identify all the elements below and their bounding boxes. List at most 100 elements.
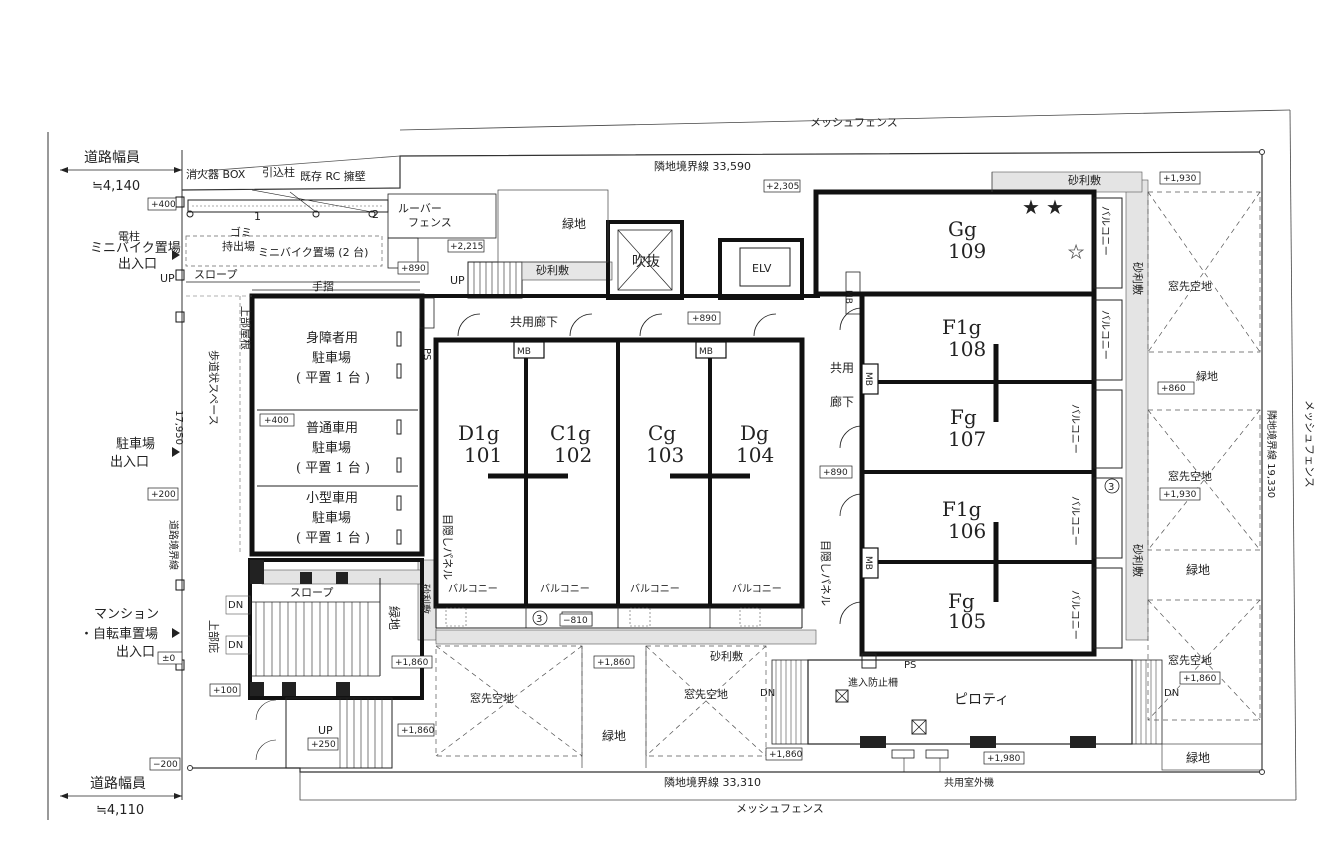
elev-200: +200	[151, 490, 176, 500]
elev-1860-b: +1,860	[597, 658, 631, 668]
road-width-bottom-label: 道路幅員	[90, 776, 146, 792]
mb-label-4: MB	[863, 372, 873, 386]
up-stair-label: UP	[450, 274, 465, 287]
corridor-side	[839, 271, 863, 625]
window-space-label-2: 窓先空地	[1168, 469, 1212, 483]
unit-109-type: Gg	[948, 217, 977, 241]
elevation-markers: +400 +400 +2,305 +2,215 +890 +890 +890 +…	[147, 171, 1221, 771]
mansion-entry-label-3: 出入口	[116, 645, 155, 660]
gravel-strips	[261, 171, 1149, 645]
bicycle-area	[225, 558, 424, 769]
elev-1860-e: +1,860	[769, 750, 803, 760]
dn-label-1: DN	[228, 600, 243, 611]
parking-entry-label-1: 駐車場	[116, 437, 155, 452]
mesh-fence-bottom-label: メッシュフェンス	[736, 802, 824, 815]
screen-panel-label-2: 目隠しパネル	[819, 540, 832, 606]
pilotis-area	[771, 659, 1163, 772]
unit-101-number: 101	[464, 443, 502, 467]
balcony-label-104: バルコニー	[732, 583, 782, 595]
road-width-bottom-value: ≒4,110	[96, 803, 144, 818]
elev-890-b: +890	[692, 314, 717, 324]
outdoor-unit-label: 共用室外機	[944, 776, 994, 789]
parking-2-line-1: 普通車用	[306, 421, 358, 436]
ps-label-1: PS	[421, 348, 432, 360]
unit-104-number: 104	[736, 443, 774, 467]
unit-105-type: Fg	[948, 589, 975, 613]
window-space-label-1: 窓先空地	[1168, 279, 1212, 293]
minibike-entry-label-1: ミニバイク置場	[90, 241, 181, 256]
parking-3-line-2: 駐車場	[312, 511, 351, 526]
mark-2: 2	[372, 208, 379, 221]
green-label-1: 緑地	[387, 606, 402, 630]
elev-400-b: +400	[264, 416, 289, 426]
louver-label-1: ルーバー	[398, 202, 442, 215]
mesh-fence-right-label: メッシュフェンス	[1303, 400, 1316, 488]
circle-3-bottom: 3	[536, 614, 542, 625]
gravel-label-6: 砂利敷	[710, 649, 743, 663]
intrusion-fence-label: 進入防止柵	[848, 676, 898, 689]
slope-mid-label: スロープ	[290, 586, 333, 599]
gravel-label-1: 砂利敷	[536, 263, 569, 277]
elev-860: +860	[1161, 384, 1186, 394]
unit-labels: D1g 101 C1g 102 Cg 103 Dg 104 Fg 105 F1g…	[458, 217, 986, 633]
unit-107-type: Fg	[950, 405, 977, 429]
balcony-label-109: バルコニー	[1099, 206, 1111, 256]
boundary-bottom-label: 隣地境界線 33,310	[664, 775, 761, 789]
window-space-label-5: 窓先空地	[684, 687, 728, 701]
mb-label-3: MB	[843, 290, 853, 304]
parking-2-line-2: 駐車場	[312, 441, 351, 456]
dim-17950: 17,950	[173, 410, 184, 445]
void-label: 吹抜	[632, 254, 660, 270]
units-105-109: ★ ★ ★	[813, 189, 1123, 669]
elv-label: ELV	[752, 262, 772, 275]
elev-1980: +1,980	[987, 754, 1021, 764]
unit-106-type: F1g	[942, 497, 982, 521]
svg-text:★: ★	[1046, 195, 1064, 219]
site-boundary	[47, 109, 1297, 820]
road-width-dimension	[60, 167, 182, 799]
parking-3-line-1: 小型車用	[306, 491, 358, 506]
balcony-label-101: バルコニー	[448, 583, 498, 595]
green-label-5: 緑地	[1196, 369, 1218, 383]
units-101-104	[433, 337, 805, 629]
corridor-side-label-1: 共用	[830, 361, 854, 375]
entrance-stair-top	[467, 261, 523, 299]
labels: メッシュフェンス メッシュフェンス メッシュフェンス 隣地境界線 33,590 …	[80, 116, 1316, 818]
mb-label-5: MB	[863, 556, 873, 570]
balcony-label-108: バルコニー	[1099, 310, 1111, 360]
mb-label-2: MB	[699, 347, 713, 357]
window-space-label-3: 窓先空地	[1168, 653, 1212, 667]
green-label-3: 緑地	[602, 728, 626, 743]
elev-0: ±0	[162, 654, 176, 664]
mb-label-1: MB	[517, 347, 531, 357]
corridor-side-label-2: 廊下	[830, 394, 854, 409]
screen-panel-label-1: 目隠しパネル	[441, 514, 454, 580]
road-width-top-value: ≒4,140	[92, 179, 140, 194]
window-space-label-4: 窓先空地	[470, 691, 514, 705]
elev-1860-a: +1,860	[395, 658, 429, 668]
unit-105-number: 105	[948, 609, 986, 633]
parking-1-line-2: 駐車場	[312, 351, 351, 366]
parking-1-line-1: 身障者用	[306, 330, 358, 346]
unit-102-number: 102	[554, 443, 592, 467]
elev-1930-a: +1,930	[1163, 174, 1197, 184]
unit-109-number: 109	[948, 239, 986, 263]
mansion-entry-label-2: ・自転車置場	[80, 627, 158, 642]
elev-400-a: +400	[151, 200, 176, 210]
parking-entry-label-2: 出入口	[110, 455, 149, 470]
unit-107-number: 107	[948, 427, 986, 451]
parking-block	[186, 293, 425, 557]
green-label-2: 緑地	[562, 216, 586, 231]
handrail-label: 手摺	[312, 279, 334, 293]
upper-eave-label: 上部庇	[207, 620, 221, 653]
green-label-6: 緑地	[1186, 750, 1210, 765]
corridor-top	[419, 294, 820, 337]
road-boundary-label: 道路境界線	[167, 520, 180, 570]
ps-label-2: PS	[904, 660, 916, 671]
gravel-label-5: 砂利敷	[419, 584, 432, 614]
elev-250: +250	[311, 740, 336, 750]
garbage-label-1: ゴミ	[230, 225, 252, 239]
unit-108-number: 108	[948, 337, 986, 361]
dn-pilotis-right-label: DN	[1164, 688, 1179, 699]
